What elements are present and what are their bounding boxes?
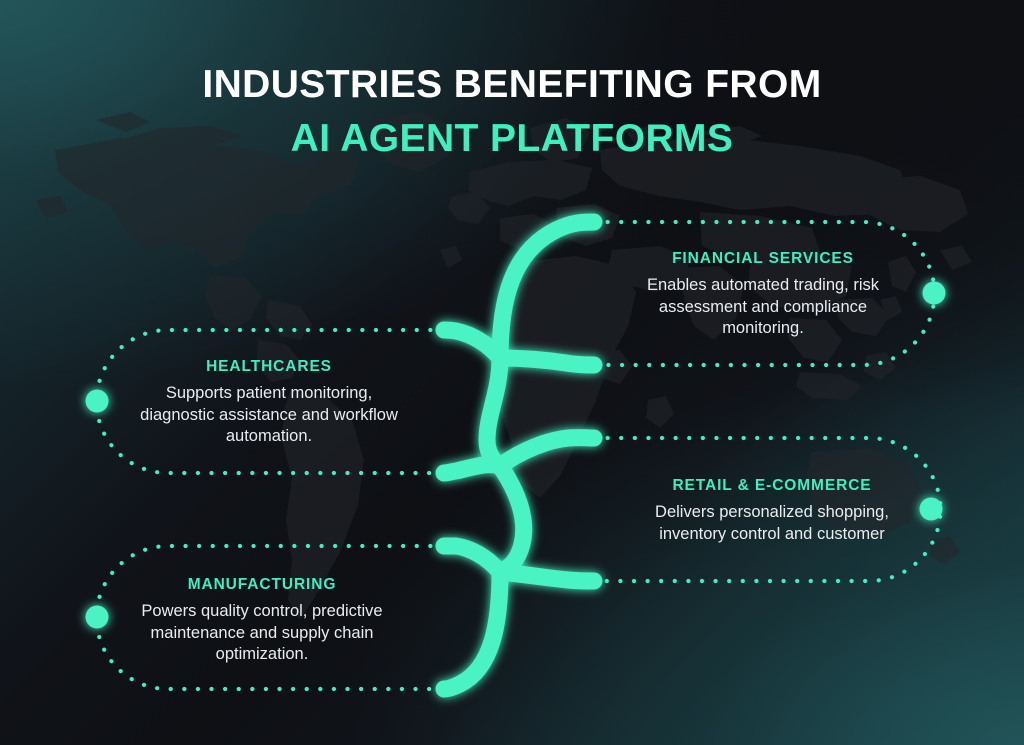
card-title-manufacturing: MANUFACTURING bbox=[187, 575, 337, 593]
branch-retail-lower bbox=[491, 563, 603, 590]
card-description-healthcares: Supports patient monitoring, diagnostic … bbox=[140, 383, 398, 446]
card-healthcares[interactable]: HEALTHCARES Supports patient monitoring,… bbox=[120, 340, 440, 466]
marker-financial-icon bbox=[922, 281, 946, 305]
branch-healthcare-lower bbox=[435, 456, 509, 482]
card-title-retail-e-commerce: RETAIL & E-COMMERCE bbox=[672, 476, 872, 494]
spine-upper bbox=[478, 349, 509, 475]
branch-financial-lower bbox=[491, 349, 603, 374]
card-description-financial-services: Enables automated trading, risk assessme… bbox=[646, 275, 880, 338]
marker-healthcare-icon bbox=[85, 389, 109, 413]
branch-manufacturing-upper bbox=[435, 537, 509, 581]
card-title-financial-services: FINANCIAL SERVICES bbox=[672, 249, 854, 267]
branch-healthcare-upper bbox=[435, 321, 509, 367]
card-retail-e-commerce[interactable]: RETAIL & E-COMMERCE Delivers personalize… bbox=[600, 448, 912, 574]
card-description-retail-e-commerce: Delivers personalized shopping, inventor… bbox=[655, 502, 889, 543]
card-title-healthcares: HEALTHCARES bbox=[206, 357, 332, 375]
marker-manufacturing-icon bbox=[85, 605, 109, 629]
branch-financial-upper bbox=[491, 213, 603, 367]
branch-manufacturing-lower bbox=[435, 563, 509, 698]
spine-lower bbox=[491, 457, 533, 581]
card-financial-services[interactable]: FINANCIAL SERVICES Enables automated tra… bbox=[592, 232, 902, 358]
card-manufacturing[interactable]: MANUFACTURING Powers quality control, pr… bbox=[108, 558, 438, 684]
marker-retail-icon bbox=[919, 497, 943, 521]
page-title: INDUSTRIES BENEFITING FROM AI AGENT PLAT… bbox=[0, 62, 1024, 162]
card-description-manufacturing: Powers quality control, predictive maint… bbox=[141, 601, 383, 664]
title-line-2: AI AGENT PLATFORMS bbox=[290, 117, 734, 161]
title-line-1: INDUSTRIES BENEFITING FROM bbox=[202, 63, 822, 106]
branch-retail-upper bbox=[491, 429, 603, 475]
